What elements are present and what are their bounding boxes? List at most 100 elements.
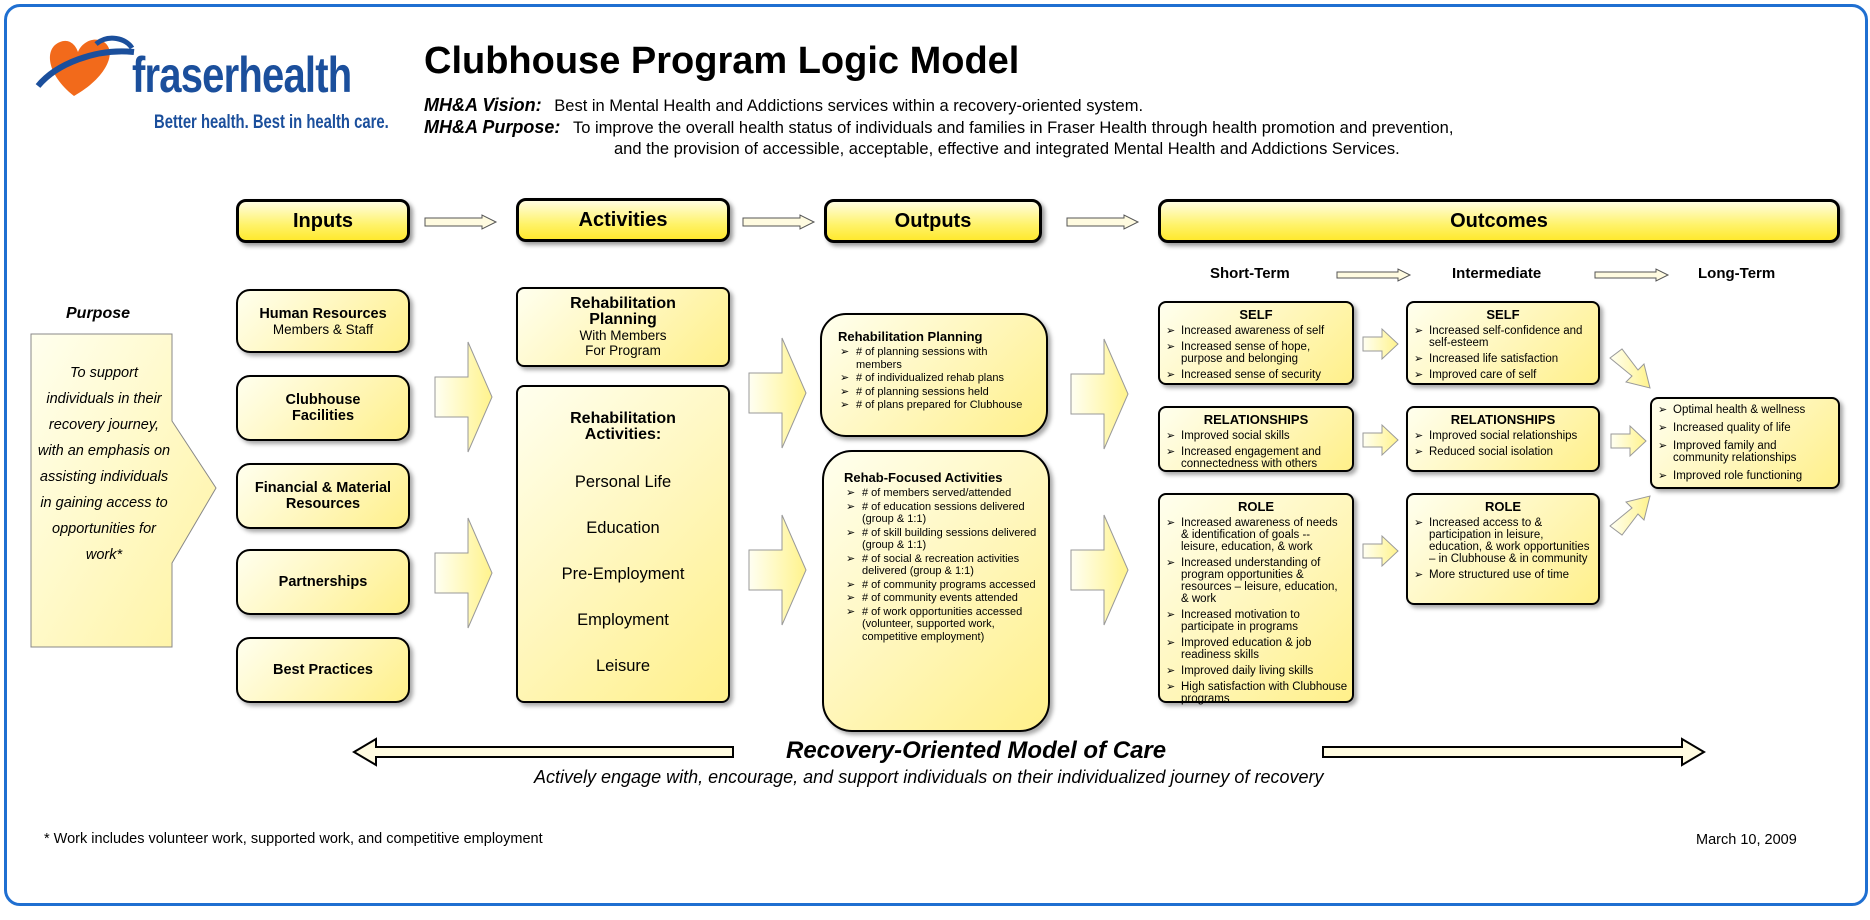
output-rehab-list: # of members served/attended # of educat… bbox=[844, 487, 1038, 643]
intermediate-role: ROLE Increased access to & participation… bbox=[1406, 493, 1600, 605]
outcome-list: Increased self-confidence and self-estee… bbox=[1412, 325, 1594, 381]
footnote: * Work includes volunteer work, supporte… bbox=[44, 831, 543, 847]
flow-arrow-activities-1 bbox=[748, 337, 807, 449]
outcome-list: Improved social skills Increased engagem… bbox=[1164, 430, 1348, 470]
list-item: Increased understanding of program oppor… bbox=[1164, 557, 1348, 605]
activity-rehab-activities: Rehabilitation Activities: Personal Life… bbox=[516, 385, 730, 703]
list-item: More structured use of time bbox=[1412, 569, 1594, 581]
list-item: Increased life satisfaction bbox=[1412, 353, 1594, 365]
list-item: # of members served/attended bbox=[844, 487, 1038, 500]
purpose-text-line2: and the provision of accessible, accepta… bbox=[614, 140, 1400, 158]
model-subtitle: Actively engage with, encourage, and sup… bbox=[534, 767, 1324, 787]
list-item: # of work opportunities accessed (volunt… bbox=[844, 606, 1038, 644]
outcome-title: SELF bbox=[1239, 307, 1273, 322]
logo-name-part1: fraser bbox=[132, 47, 239, 103]
input-sub: Members & Staff bbox=[272, 321, 374, 337]
list-item: # of planning sessions with members bbox=[838, 346, 1036, 371]
list-item: Improved social skills bbox=[1164, 430, 1348, 442]
term-intermediate: Intermediate bbox=[1452, 265, 1542, 282]
list-item: Increased sense of security bbox=[1164, 369, 1348, 381]
activity-item: Pre-Employment bbox=[561, 565, 685, 583]
header-outcomes: Outcomes bbox=[1158, 199, 1840, 243]
flow-arrow-outputs-2 bbox=[1070, 514, 1129, 626]
input-human-resources: Human Resources Members & Staff bbox=[236, 289, 410, 353]
vision-label: MH&A Vision: bbox=[424, 95, 542, 115]
outcome-title: ROLE bbox=[1237, 499, 1275, 514]
purpose-heading: Purpose bbox=[66, 305, 131, 322]
input-clubhouse-facilities: Clubhouse Facilities bbox=[236, 375, 410, 441]
header-outputs: Outputs bbox=[824, 199, 1042, 243]
outcome-list: Improved social relationships Reduced so… bbox=[1412, 430, 1594, 458]
heart-logo-icon bbox=[35, 35, 135, 96]
input-title: Human Resources bbox=[259, 305, 387, 322]
activity-item: Personal Life bbox=[574, 473, 672, 491]
outcome-arrow-role bbox=[1362, 534, 1399, 568]
activity-planning-sub2: For Program bbox=[585, 343, 661, 358]
logo-tagline: Better health. Best in health care. bbox=[154, 112, 389, 133]
input-title: Partnerships bbox=[278, 574, 368, 590]
term-long: Long-Term bbox=[1698, 265, 1776, 282]
list-item: # of planning sessions held bbox=[838, 386, 1036, 399]
outcome-list: Increased awareness of self Increased se… bbox=[1164, 325, 1348, 381]
input-best-practices: Best Practices bbox=[236, 637, 410, 703]
date: March 10, 2009 bbox=[1696, 832, 1797, 848]
header-arrow-3 bbox=[1066, 214, 1140, 230]
outcome-arrow-long-2 bbox=[1610, 424, 1647, 458]
list-item: Increased quality of life bbox=[1656, 422, 1834, 434]
model-arrow-right bbox=[1322, 737, 1706, 767]
intermediate-relationships: RELATIONSHIPS Improved social relationsh… bbox=[1406, 406, 1600, 472]
list-item: Increased motivation to participate in p… bbox=[1164, 609, 1348, 633]
list-item: Increased self-confidence and self-estee… bbox=[1412, 325, 1594, 349]
list-item: Improved social relationships bbox=[1412, 430, 1594, 442]
term-arrow-1 bbox=[1336, 268, 1412, 282]
page-frame bbox=[4, 4, 1868, 906]
list-item: Optimal health & wellness bbox=[1656, 404, 1834, 416]
short-term-relationships: RELATIONSHIPS Improved social skills Inc… bbox=[1158, 406, 1354, 472]
term-short: Short-Term bbox=[1210, 265, 1290, 282]
logo-name-part2: health bbox=[238, 47, 352, 103]
list-item: Increased awareness of needs & identific… bbox=[1164, 517, 1348, 553]
output-planning-title: Rehabilitation Planning bbox=[838, 329, 983, 344]
flow-arrow-outputs-1 bbox=[1070, 338, 1129, 450]
output-planning-list: # of planning sessions with members # of… bbox=[838, 346, 1036, 412]
outcome-arrow-relationships bbox=[1362, 423, 1399, 457]
flow-arrow-inputs-1 bbox=[434, 341, 493, 453]
list-item: Improved role functioning bbox=[1656, 470, 1834, 482]
list-item: Increased awareness of self bbox=[1164, 325, 1348, 337]
header-arrow-1 bbox=[424, 214, 498, 230]
outcome-title: SELF bbox=[1486, 307, 1520, 322]
activity-rehab-title: Rehabilitation Activities: bbox=[570, 410, 676, 443]
input-partnerships: Partnerships bbox=[236, 549, 410, 615]
list-item: # of plans prepared for Clubhouse bbox=[838, 399, 1036, 412]
outcome-list: Increased awareness of needs & identific… bbox=[1164, 517, 1348, 705]
page-title: Clubhouse Program Logic Model bbox=[424, 40, 1020, 82]
list-item: # of skill building sessions delivered (… bbox=[844, 527, 1038, 552]
list-item: # of education sessions delivered (group… bbox=[844, 501, 1038, 526]
outcome-list: Increased access to & participation in l… bbox=[1412, 517, 1594, 581]
vision-text: Best in Mental Health and Addictions ser… bbox=[554, 97, 1144, 115]
list-item: Increased sense of hope, purpose and bel… bbox=[1164, 341, 1348, 365]
list-item: Increased engagement and connectedness w… bbox=[1164, 446, 1348, 470]
list-item: # of community events attended bbox=[844, 592, 1038, 605]
list-item: Improved education & job readiness skill… bbox=[1164, 637, 1348, 661]
activity-planning-title: Rehabilitation Planning bbox=[570, 295, 676, 328]
list-item: Improved care of self bbox=[1412, 369, 1594, 381]
intermediate-self: SELF Increased self-confidence and self-… bbox=[1406, 301, 1600, 385]
output-rehab-activities: Rehab-Focused Activities # of members se… bbox=[822, 450, 1050, 732]
short-term-self: SELF Increased awareness of self Increas… bbox=[1158, 301, 1354, 385]
outcome-arrow-self bbox=[1362, 327, 1399, 361]
input-title: Clubhouse Facilities bbox=[285, 392, 361, 424]
purpose-label: MH&A Purpose: bbox=[424, 117, 561, 137]
outcome-list: Optimal health & wellness Increased qual… bbox=[1656, 404, 1834, 482]
list-item: Increased access to & participation in l… bbox=[1412, 517, 1594, 565]
list-item: Reduced social isolation bbox=[1412, 446, 1594, 458]
list-item: Improved family and community relationsh… bbox=[1656, 440, 1834, 464]
term-arrow-2 bbox=[1594, 268, 1670, 282]
list-item: # of community programs accessed bbox=[844, 579, 1038, 592]
model-title: Recovery-Oriented Model of Care bbox=[786, 737, 1167, 764]
header-activities: Activities bbox=[516, 198, 730, 242]
activity-planning-sub1: With Members bbox=[579, 328, 667, 343]
input-title: Financial & Material Resources bbox=[254, 480, 392, 512]
activity-item: Employment bbox=[577, 611, 669, 629]
input-financial-resources: Financial & Material Resources bbox=[236, 463, 410, 529]
